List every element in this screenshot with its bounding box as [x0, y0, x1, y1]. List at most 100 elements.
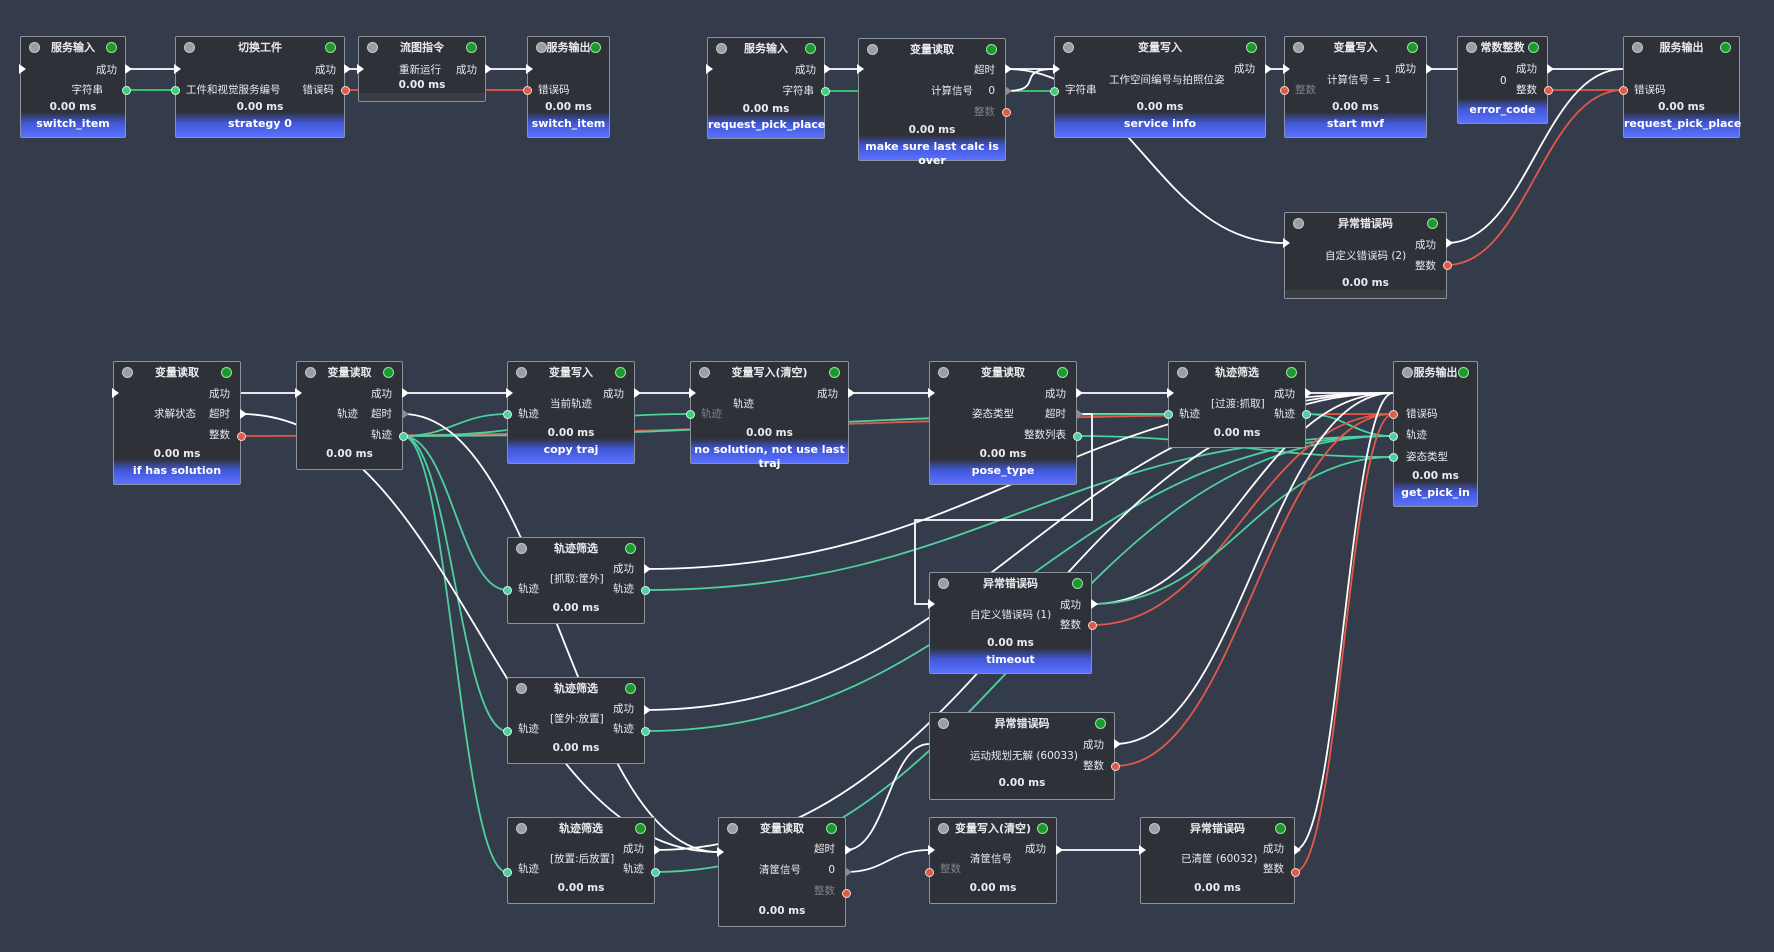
node-traj-filter-out-place[interactable]: 轨迹筛选 成功 [筐外:放置] 轨迹 轨迹 0.00 ms	[507, 677, 645, 764]
connection-port[interactable]	[1072, 431, 1082, 441]
flow-port-arrow-icon[interactable]	[125, 64, 132, 74]
node-toggle-icon[interactable]	[1293, 42, 1304, 53]
flow-port-arrow-icon[interactable]	[1167, 388, 1174, 398]
node-var-read-calc-signal[interactable]: 变量读取 超时 计算信号 0 整数 0.00 ms make sure last…	[858, 38, 1006, 167]
connection-port[interactable]	[1279, 85, 1289, 95]
flow-port-arrow-icon[interactable]	[1114, 739, 1121, 749]
node-toggle-icon[interactable]	[938, 367, 949, 378]
flow-port-arrow-icon[interactable]	[1091, 599, 1098, 609]
node-service-output-request[interactable]: 服务输出 错误码 0.00 ms request_pick_place	[1623, 36, 1741, 138]
flow-port-arrow-icon[interactable]	[295, 388, 302, 398]
node-var-write-service-info[interactable]: 变量写入 成功 工作空间编号与拍照位姿 字符串 0.00 ms service …	[1054, 36, 1266, 138]
node-var-read-clear-signal[interactable]: 变量读取 超时 清筐信号 0 整数 0.00 ms	[718, 817, 846, 927]
connection-port[interactable]	[1618, 85, 1628, 95]
flow-port-arrow-icon[interactable]	[634, 388, 641, 398]
connection-port[interactable]	[170, 85, 180, 95]
node-toggle-icon[interactable]	[184, 42, 195, 53]
flow-port-arrow-icon[interactable]	[1005, 64, 1012, 74]
flow-port-arrow-icon[interactable]	[344, 64, 351, 74]
node-var-clear-signal[interactable]: 变量写入(清空) 成功 清筐信号 整数 0.00 ms	[929, 817, 1057, 904]
connection-port[interactable]	[685, 409, 695, 419]
flow-port-arrow-icon[interactable]	[1056, 845, 1063, 855]
connection-port[interactable]	[1442, 260, 1452, 270]
connection-port[interactable]	[924, 867, 934, 877]
connection-port[interactable]	[1049, 86, 1059, 96]
connection-port[interactable]	[640, 726, 650, 736]
node-toggle-icon[interactable]	[1063, 42, 1074, 53]
flow-port-arrow-icon[interactable]	[1283, 64, 1290, 74]
connection-port[interactable]	[1543, 85, 1553, 95]
node-toggle-icon[interactable]	[938, 718, 949, 729]
flow-port-arrow-icon[interactable]	[1426, 64, 1433, 74]
node-toggle-icon[interactable]	[516, 367, 527, 378]
node-switch-workpiece[interactable]: 切换工件 成功 工件和视觉服务编号 错误码 0.00 ms strategy 0	[175, 36, 345, 138]
connection-port[interactable]	[1388, 431, 1398, 441]
node-toggle-icon[interactable]	[536, 42, 547, 53]
flow-port-arrow-icon[interactable]	[717, 847, 724, 857]
flow-port-arrow-icon[interactable]	[1076, 388, 1083, 398]
node-toggle-icon[interactable]	[867, 44, 878, 55]
node-toggle-icon[interactable]	[1632, 42, 1643, 53]
node-service-input-switch[interactable]: 服务输入 成功 字符串 0.00 ms switch_item	[20, 36, 126, 138]
connection-port[interactable]	[841, 888, 851, 898]
node-toggle-icon[interactable]	[1177, 367, 1188, 378]
node-var-read-pose-type[interactable]: 变量读取 成功 姿态类型 超时 整数列表 0.00 ms pose_type	[929, 361, 1077, 485]
flow-port-arrow-icon[interactable]	[1305, 388, 1312, 398]
node-toggle-icon[interactable]	[516, 683, 527, 694]
flow-port-arrow-icon[interactable]	[848, 388, 855, 398]
flow-port-arrow-icon[interactable]	[240, 409, 247, 419]
connection-port[interactable]	[640, 585, 650, 595]
connection-port[interactable]	[502, 726, 512, 736]
flow-port-arrow-icon[interactable]	[526, 64, 533, 74]
node-toggle-icon[interactable]	[938, 578, 949, 589]
connection-port[interactable]	[1087, 620, 1097, 630]
node-toggle-icon[interactable]	[29, 42, 40, 53]
flow-port-arrow-icon[interactable]	[402, 409, 409, 419]
connection-port[interactable]	[1301, 409, 1311, 419]
connection-port[interactable]	[1001, 107, 1011, 117]
flow-port-arrow-icon[interactable]	[845, 867, 852, 877]
connection-port[interactable]	[1388, 409, 1398, 419]
node-toggle-icon[interactable]	[716, 43, 727, 54]
node-exception-timeout[interactable]: 异常错误码 成功 自定义错误码 (1) 整数 0.00 ms timeout	[929, 572, 1092, 674]
flow-port-arrow-icon[interactable]	[19, 64, 26, 74]
flow-port-arrow-icon[interactable]	[1283, 238, 1290, 248]
flow-port-arrow-icon[interactable]	[506, 388, 513, 398]
connection-port[interactable]	[121, 85, 131, 95]
flow-port-arrow-icon[interactable]	[112, 388, 119, 398]
node-var-clear-traj[interactable]: 变量写入(清空) 成功 轨迹 轨迹 0.00 ms no solution, n…	[690, 361, 849, 470]
connection-port[interactable]	[236, 431, 246, 441]
flow-port-arrow-icon[interactable]	[857, 64, 864, 74]
connection-port[interactable]	[820, 86, 830, 96]
connection-port[interactable]	[502, 409, 512, 419]
flow-port-arrow-icon[interactable]	[357, 64, 364, 74]
connection-port[interactable]	[502, 585, 512, 595]
node-toggle-icon[interactable]	[1402, 367, 1413, 378]
flow-port-arrow-icon[interactable]	[689, 388, 696, 398]
connection-port[interactable]	[1388, 452, 1398, 462]
node-service-input-request[interactable]: 服务输入 成功 字符串 0.00 ms request_pick_place	[707, 37, 825, 139]
flow-port-arrow-icon[interactable]	[654, 845, 661, 855]
flow-port-arrow-icon[interactable]	[824, 64, 831, 74]
flow-port-arrow-icon[interactable]	[174, 64, 181, 74]
node-toggle-icon[interactable]	[1293, 218, 1304, 229]
node-toggle-icon[interactable]	[1466, 42, 1477, 53]
connection-port[interactable]	[340, 85, 350, 95]
node-toggle-icon[interactable]	[367, 42, 378, 53]
node-traj-filter-place-after[interactable]: 轨迹筛选 成功 [放置:后放置] 轨迹 轨迹 0.00 ms	[507, 817, 655, 904]
node-toggle-icon[interactable]	[1149, 823, 1160, 834]
node-var-read-traj[interactable]: 变量读取 成功 轨迹 超时 轨迹 0.00 ms	[296, 361, 403, 470]
node-toggle-icon[interactable]	[122, 367, 133, 378]
node-const-int-error-code[interactable]: 常数整数 成功 0 整数 error_code	[1457, 36, 1548, 124]
node-var-write-copy-traj[interactable]: 变量写入 成功 当前轨迹 轨迹 0.00 ms copy traj	[507, 361, 635, 464]
flow-port-arrow-icon[interactable]	[1076, 409, 1083, 419]
flow-port-arrow-icon[interactable]	[644, 564, 651, 574]
node-flow-command[interactable]: 流图指令 重新运行 成功 0.00 ms	[358, 36, 486, 102]
node-toggle-icon[interactable]	[305, 367, 316, 378]
flow-port-arrow-icon[interactable]	[1446, 238, 1453, 248]
flow-port-arrow-icon[interactable]	[928, 845, 935, 855]
flow-port-arrow-icon[interactable]	[485, 64, 492, 74]
flow-port-arrow-icon[interactable]	[1294, 845, 1301, 855]
flow-port-arrow-icon[interactable]	[1265, 64, 1272, 74]
node-traj-filter-transition-pick[interactable]: 轨迹筛选 成功 [过渡:抓取] 轨迹 轨迹 0.00 ms	[1168, 361, 1306, 448]
